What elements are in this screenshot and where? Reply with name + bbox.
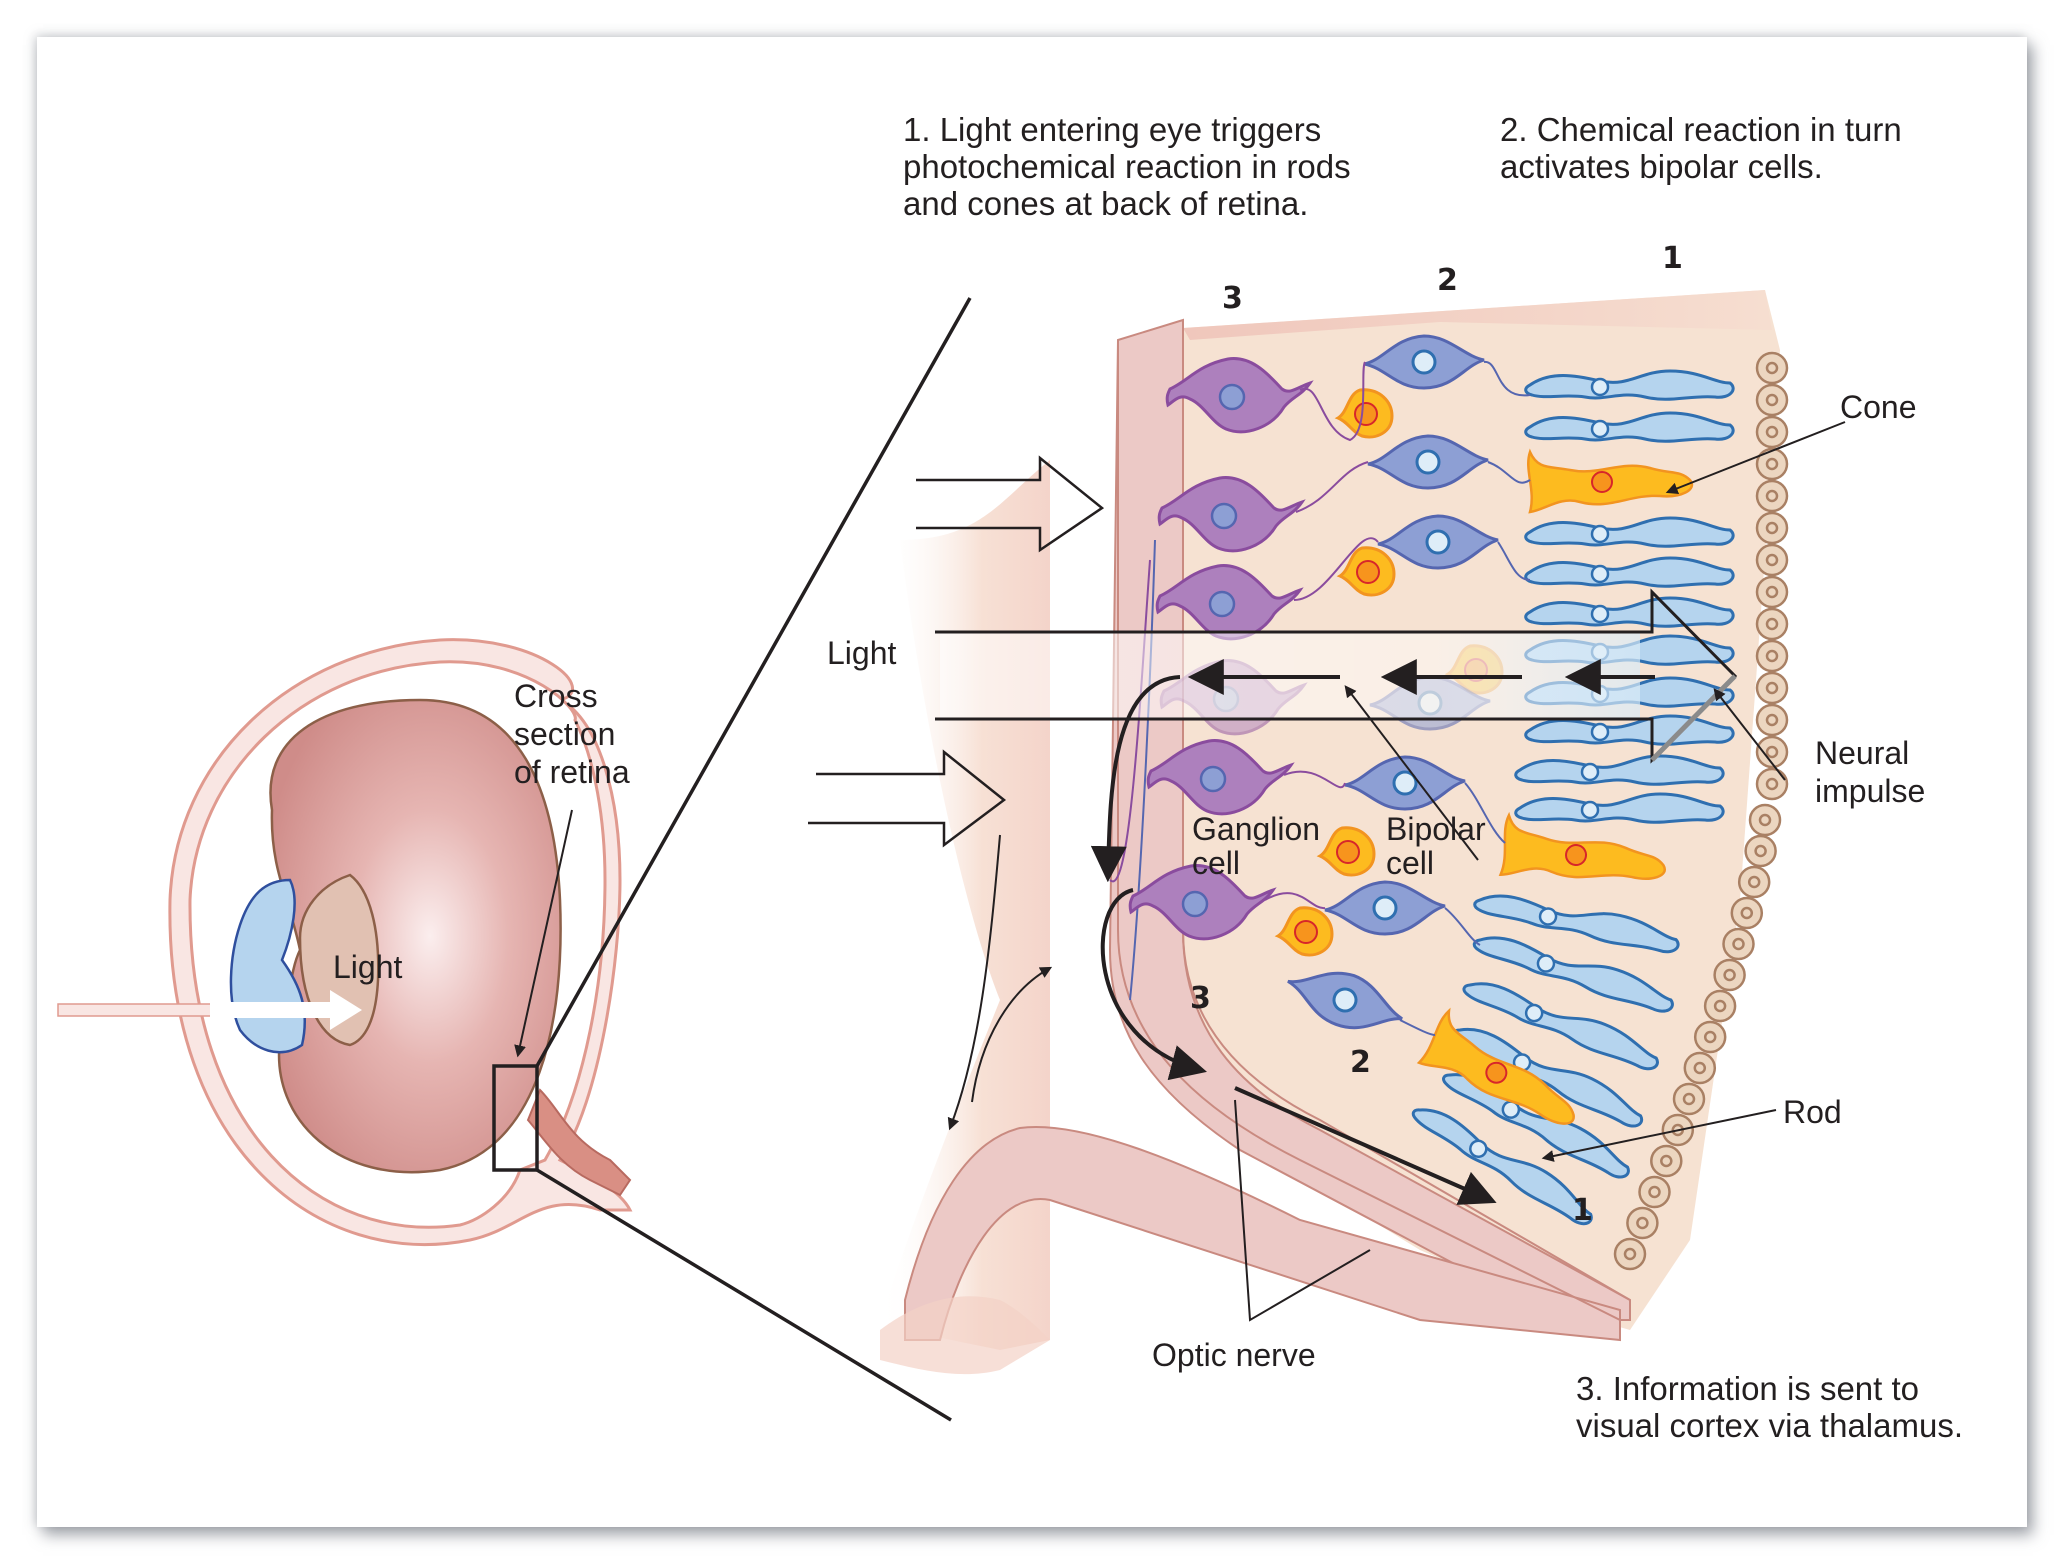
neural-impulse-pointer — [1713, 688, 1786, 781]
cross-section-label-line3: of retina — [514, 754, 630, 790]
neural-impulse-label-line1: Neural — [1815, 735, 1909, 771]
pigment-epithelium-cell — [1638, 1175, 1671, 1209]
step2-line2: activates bipolar cells. — [1500, 148, 1823, 185]
layer-number-top-1: 1 — [1662, 241, 1683, 276]
step3-line1: 3. Information is sent to — [1576, 1370, 1919, 1407]
pigment-epithelium-cell — [1722, 927, 1755, 961]
pigment-epithelium-cell — [1737, 865, 1771, 899]
pigment-epithelium-cell — [1755, 671, 1789, 705]
pigment-epithelium-cell — [1650, 1144, 1683, 1178]
layer-number-bottom-3: 3 — [1190, 981, 1211, 1016]
step3-line2: visual cortex via thalamus. — [1576, 1407, 1963, 1444]
ganglion-cell-label-line2: cell — [1192, 845, 1240, 881]
cross-section-label-line1: Cross — [514, 678, 598, 714]
zoom-line-bottom — [536, 1168, 952, 1422]
nerve-fiber-layer — [1108, 318, 1631, 1321]
cross-section-label-line2: section — [514, 716, 615, 752]
bipolar-cell-label-line2: cell — [1386, 845, 1434, 881]
rod-pointer — [1541, 1109, 1777, 1162]
bipolar-cell-label-line1: Bipolar — [1386, 811, 1486, 847]
pigment-epithelium-cell — [1755, 383, 1789, 417]
retina-section — [880, 290, 1780, 1375]
pigment-epithelium-cell — [1748, 803, 1782, 837]
layer-number-top-2: 2 — [1437, 263, 1458, 298]
pigment-epithelium-cell — [1755, 575, 1789, 609]
neurites — [1264, 361, 1531, 1036]
impulse-arrow-down — [1090, 675, 1181, 883]
pigment-epithelium-cell — [1755, 511, 1789, 545]
axon-bundle-blue — [1129, 539, 1156, 1001]
neural-impulse-label-line2: impulse — [1815, 773, 1925, 809]
cone-label: Cone — [1840, 389, 1917, 425]
retina-light-label: Light — [827, 635, 897, 671]
eye-light-label: Light — [333, 949, 403, 985]
bipolar-pointer — [1344, 685, 1479, 861]
incoming-light-arrow-top — [916, 455, 1105, 553]
step1-line3: and cones at back of retina. — [903, 185, 1308, 222]
retina-inner-boundary — [1182, 330, 1631, 1301]
thin-arrow-up — [971, 966, 1053, 1103]
pigment-epithelium-cell — [1703, 989, 1737, 1023]
step2-line1: 2. Chemical reaction in turn — [1500, 111, 1902, 148]
impulse-arrow-curve — [1100, 888, 1207, 1081]
step1-line2: photochemical reaction in rods — [903, 148, 1351, 185]
layer-number-bottom-1: 1 — [1572, 1193, 1593, 1228]
retina-top-band — [1183, 290, 1772, 340]
optic-nerve-stalk — [526, 1088, 632, 1197]
pigment-epithelium-cell — [1755, 447, 1789, 481]
optic-nerve — [904, 1126, 1621, 1342]
thin-arrow-down — [947, 834, 1001, 1131]
pigment-epithelium-cell — [1755, 543, 1789, 577]
pigment-epithelium-cell — [1613, 1237, 1647, 1271]
cross-section-box — [492, 1064, 539, 1172]
pigment-epithelium-cell — [1755, 767, 1789, 801]
step1-line1: 1. Light entering eye triggers — [903, 111, 1321, 148]
optic-nerve-label: Optic nerve — [1152, 1337, 1316, 1373]
pigment-epithelium-cell — [1683, 1051, 1717, 1085]
optic-nerve-lower — [880, 1296, 1050, 1375]
pigment-epithelium-cell — [1755, 703, 1789, 737]
optic-nerve-pointer — [1234, 1099, 1371, 1322]
eyeball — [57, 638, 633, 1246]
layer-number-top-3: 3 — [1222, 281, 1243, 316]
pigment-epithelium-cell — [1626, 1206, 1659, 1240]
pigment-epithelium-cell — [1755, 607, 1789, 641]
ganglion-cell-label-line1: Ganglion — [1192, 811, 1320, 847]
pigment-epithelium-cell — [1730, 896, 1764, 930]
pigment-epithelium-cell — [1744, 834, 1777, 868]
pigment-epithelium-cell — [1755, 415, 1789, 449]
pigment-epithelium-cell — [1693, 1020, 1727, 1054]
layer-number-bottom-2: 2 — [1350, 1045, 1371, 1080]
pigment-epithelium-cell — [1755, 351, 1789, 385]
cone-pointer — [1665, 421, 1846, 495]
incoming-light-arrow-bottom — [808, 749, 1007, 848]
rod-label: Rod — [1783, 1094, 1842, 1130]
eye-light-arrow — [210, 990, 362, 1030]
pigment-epithelium-cell — [1672, 1082, 1706, 1116]
vitreous-body — [269, 698, 562, 1174]
cross-section-pointer — [514, 809, 573, 1058]
pigment-epithelium-cell — [1713, 958, 1746, 992]
pigment-epithelium-cell — [1755, 479, 1789, 513]
retina-body — [1140, 290, 1780, 1330]
pigment-epithelium-cell — [1755, 639, 1789, 673]
zoom-line-top — [535, 297, 972, 1067]
impulse-arrows — [1090, 659, 1655, 1205]
impulse-arrow-nerve — [1234, 1086, 1497, 1205]
